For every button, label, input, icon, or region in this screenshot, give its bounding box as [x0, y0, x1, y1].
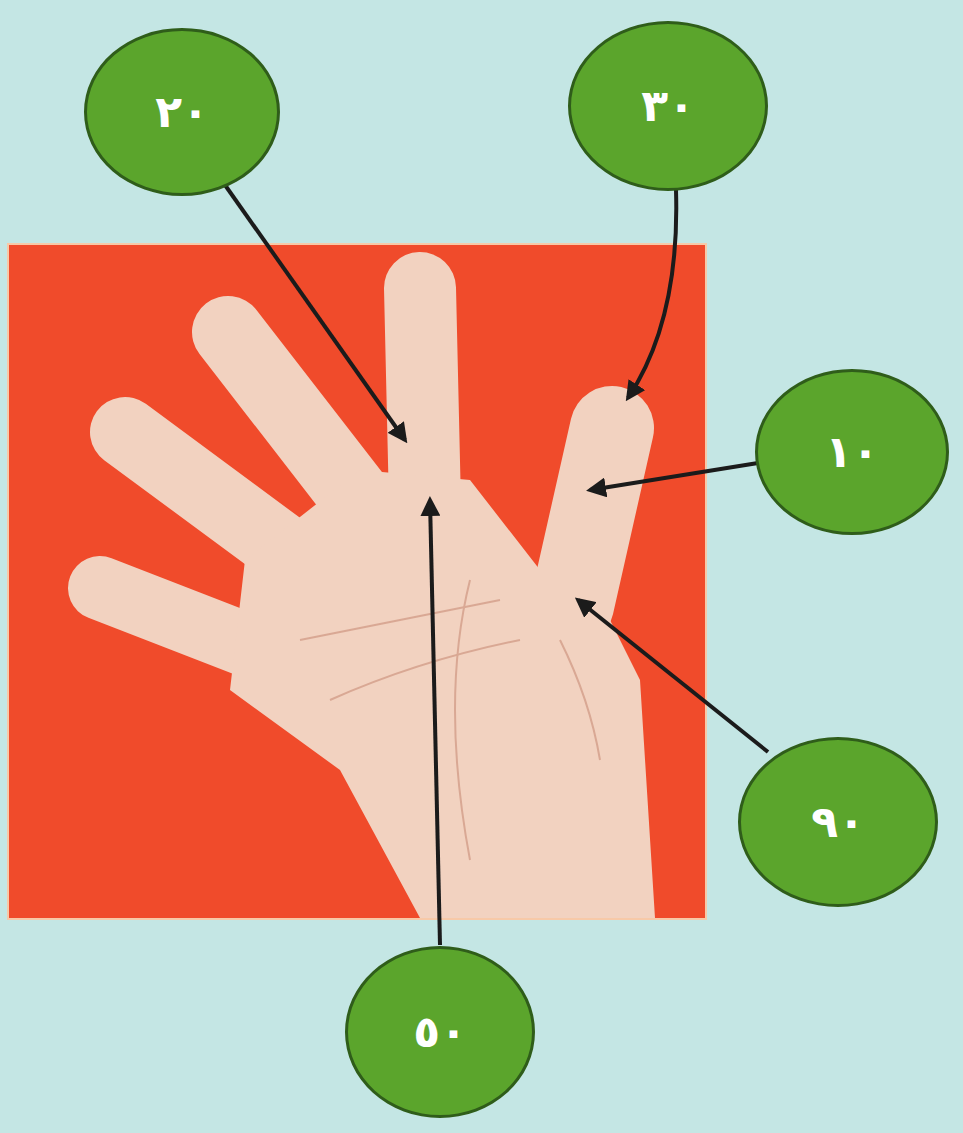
- callout-circle: ٩٠: [738, 737, 938, 907]
- callout-number: ٩٠: [811, 800, 865, 844]
- callout-number: ٢٠: [155, 90, 209, 134]
- callout-number: ٥٠: [413, 1010, 467, 1054]
- callout-circle: ٣٠: [568, 21, 768, 191]
- callout-number: ٣٠: [641, 84, 695, 128]
- callout-number: ١٠: [825, 430, 879, 474]
- callout-circle: ١٠: [755, 369, 949, 535]
- callout-circle: ٢٠: [84, 28, 280, 196]
- callout-circle: ٥٠: [345, 946, 535, 1118]
